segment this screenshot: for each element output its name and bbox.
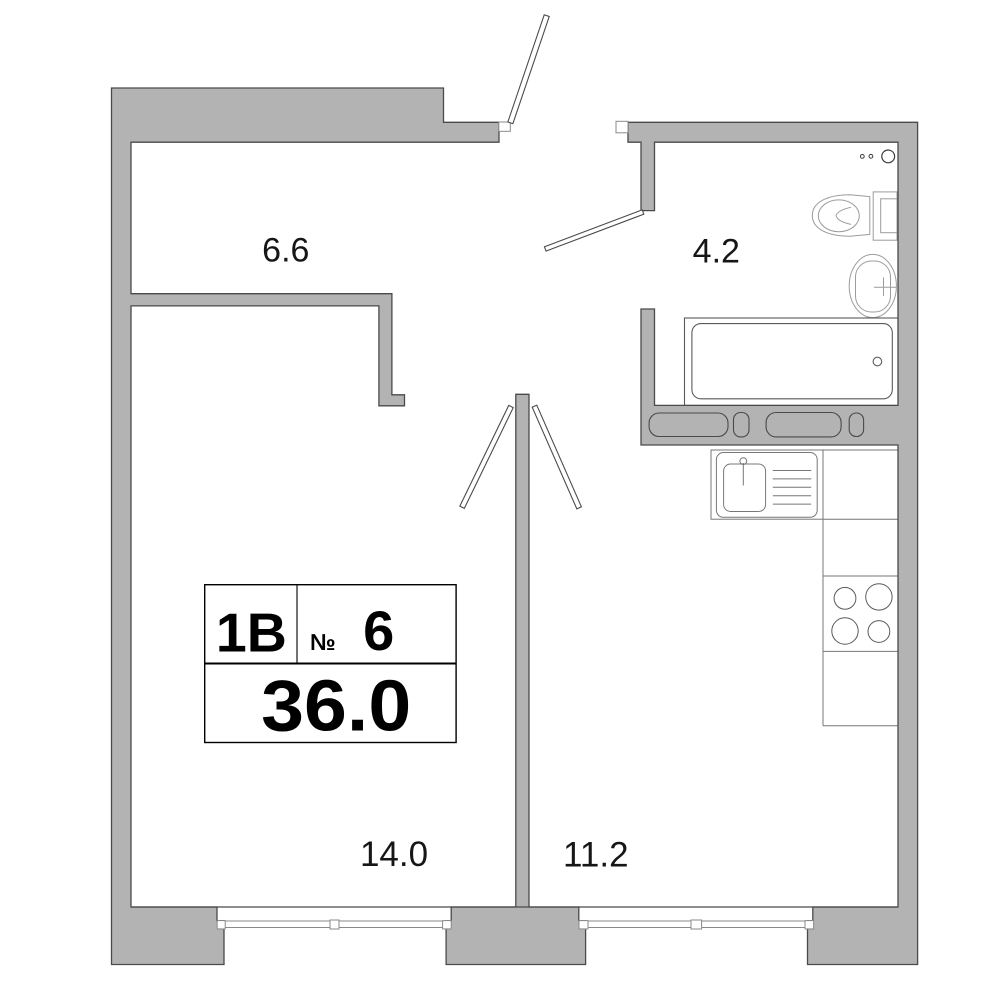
door-jamb (615, 120, 629, 134)
door-leaf (543, 209, 645, 252)
window-jamb (216, 920, 226, 930)
window-jamb (442, 920, 452, 930)
wall-bathroom-right-outer (627, 121, 919, 966)
living-room-door (459, 404, 514, 510)
bathroom-accessory-icons (859, 149, 896, 164)
vent-shaft-icon (732, 411, 750, 438)
apartment-number: 6 (363, 599, 394, 662)
kitchen-sink-icon (710, 449, 824, 520)
apartment-total-area: 36.0 (261, 666, 411, 746)
room-area-hallway: 6.6 (262, 232, 309, 270)
entrance-door (498, 14, 629, 134)
wall-left-outer (110, 87, 500, 966)
door-leaf (531, 404, 583, 510)
window-mullion (329, 919, 340, 930)
window-jamb (578, 920, 589, 930)
door-jamb (498, 121, 511, 132)
window-mullion (690, 919, 703, 930)
window-jamb (804, 920, 815, 930)
window-kitchen (578, 919, 815, 930)
drainboard-lines (772, 470, 812, 505)
vent-shaft-icon (648, 412, 729, 438)
washbasin-icon (848, 253, 897, 319)
room-area-kitchen: 11.2 (563, 836, 629, 875)
toilet-tank-icon (872, 191, 898, 241)
door-leaf (459, 404, 514, 510)
apartment-info-box: 1В № 6 36.0 (203, 584, 457, 746)
vent-shaft-icon (765, 411, 842, 438)
apartment-number-sign: № (310, 629, 336, 655)
kitchen-door (531, 404, 583, 510)
vent-shafts (648, 411, 865, 438)
vent-shaft-icon (848, 412, 865, 438)
door-leaf (507, 14, 550, 125)
bathroom-door (543, 209, 645, 252)
apartment-type: 1В (216, 602, 287, 664)
window-living (216, 919, 452, 930)
toilet-icon (811, 194, 871, 237)
bathroom-fixtures (683, 149, 900, 406)
kitchen-counter (711, 449, 898, 727)
bathtub-icon (683, 317, 900, 406)
kitchen-fixtures (710, 449, 898, 727)
stove-icon (831, 583, 893, 645)
room-area-living: 14.0 (360, 835, 428, 874)
room-area-bathroom: 4.2 (693, 233, 740, 271)
walls (110, 87, 919, 966)
